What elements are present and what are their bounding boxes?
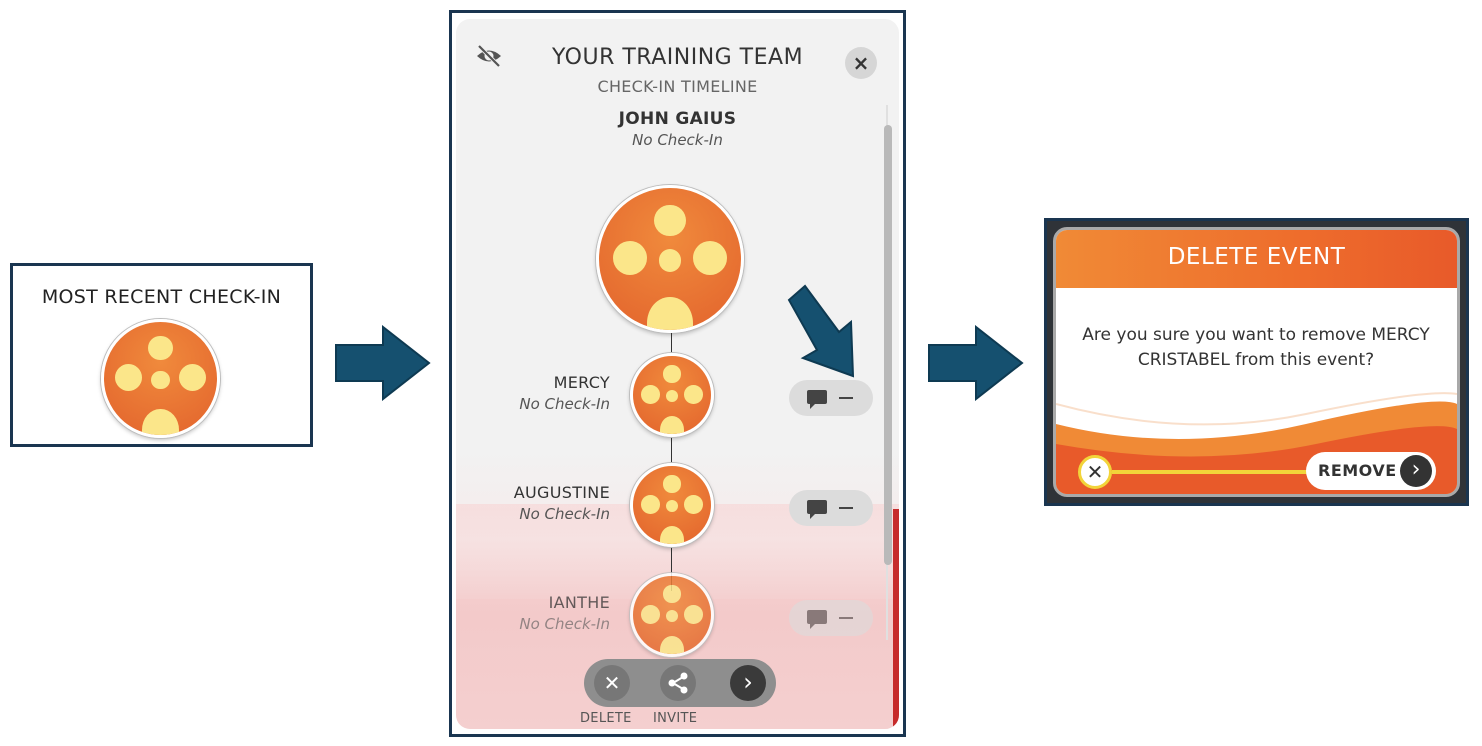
member-actions[interactable]	[789, 490, 873, 526]
member-name: MERCY	[553, 373, 610, 392]
delete-event-panel: DELETE EVENT Are you sure you want to re…	[1044, 218, 1469, 506]
member-status: No Check-In	[519, 395, 610, 413]
member-status: No Check-In	[519, 505, 610, 523]
member-actions[interactable]	[789, 600, 873, 636]
member-avatar-icon[interactable]	[630, 463, 714, 547]
dialog-message: Are you sure you want to remove MERCY CR…	[1082, 325, 1430, 370]
member-name: IANTHE	[548, 593, 610, 612]
delete-event-dialog: DELETE EVENT Are you sure you want to re…	[1053, 227, 1460, 497]
panel-title: MOST RECENT CHECK-IN	[41, 286, 282, 308]
team-avatar-icon[interactable]	[101, 319, 220, 438]
comment-icon[interactable]	[807, 390, 827, 409]
timeline-card: YOUR TRAINING TEAM CHECK-IN TIMELINE × J…	[456, 19, 899, 729]
invite-button[interactable]	[660, 665, 696, 701]
pointer-arrow-icon	[787, 284, 855, 378]
lead-avatar-icon[interactable]	[596, 185, 744, 333]
dialog-title: DELETE EVENT	[1167, 244, 1346, 270]
page-subtitle: CHECK-IN TIMELINE	[597, 77, 758, 96]
remove-label: REMOVE	[1318, 461, 1397, 480]
lead-status: No Check-In	[632, 131, 723, 149]
most-recent-checkin-panel: MOST RECENT CHECK-IN	[10, 263, 313, 447]
close-button[interactable]: ×	[845, 47, 877, 79]
invite-label: INVITE	[653, 711, 698, 726]
timeline-connector	[671, 543, 672, 591]
scrollbar-thumb[interactable]	[884, 125, 892, 565]
delete-button[interactable]: ✕	[594, 665, 630, 701]
bottom-action-bar: ✕ ›	[584, 659, 776, 707]
training-team-panel: YOUR TRAINING TEAM CHECK-IN TIMELINE × J…	[449, 10, 906, 737]
member-status: No Check-In	[519, 615, 610, 633]
next-button[interactable]: ›	[730, 665, 766, 701]
timeline-connector	[671, 433, 672, 481]
comment-icon[interactable]	[807, 610, 827, 629]
slider-track	[1112, 470, 1312, 474]
delete-label: DELETE	[580, 711, 632, 726]
member-avatar-icon[interactable]	[630, 573, 714, 657]
flow-arrow-icon	[928, 325, 1024, 401]
remove-member-icon[interactable]	[839, 507, 853, 509]
dialog-header: DELETE EVENT	[1056, 230, 1457, 288]
remove-member-icon[interactable]	[839, 397, 853, 399]
member-actions[interactable]	[789, 380, 873, 416]
remove-member-icon[interactable]	[839, 617, 853, 619]
cancel-button[interactable]: ✕	[1078, 455, 1112, 489]
member-name: AUGUSTINE	[513, 483, 610, 502]
share-icon	[668, 672, 688, 694]
page-title: YOUR TRAINING TEAM	[551, 45, 804, 70]
comment-icon[interactable]	[807, 500, 827, 519]
member-avatar-icon[interactable]	[630, 353, 714, 437]
flow-arrow-icon	[335, 325, 431, 401]
eye-off-icon[interactable]	[474, 41, 504, 71]
chevron-right-icon: ›	[1400, 455, 1432, 487]
lead-name: JOHN GAIUS	[618, 109, 737, 129]
remove-button[interactable]: REMOVE ›	[1306, 452, 1436, 490]
